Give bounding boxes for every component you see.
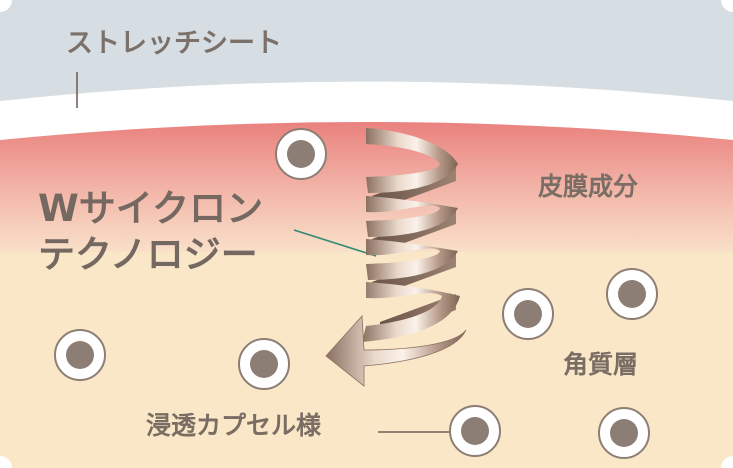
- technology-pointer-line: [293, 229, 377, 257]
- corner-cutout-bottom-right: [721, 456, 733, 468]
- dermis-ingredient-label: 皮膜成分: [538, 172, 639, 201]
- capsule-icon: [598, 407, 650, 459]
- sheet-layer: [0, 0, 733, 101]
- corner-cutout-top-right: [721, 0, 733, 12]
- capsule-icon: [54, 329, 106, 381]
- separation-band: [0, 81, 733, 140]
- capsule-icon: [449, 405, 501, 457]
- penetrating-capsule-label: 浸透カプセル様: [146, 411, 322, 440]
- spiral-arrow-icon: [325, 128, 467, 387]
- corner-cutout-top-left: [0, 0, 12, 12]
- horny-layer-label: 角質層: [563, 350, 639, 379]
- technology-label-line1: Wサイクロン: [38, 187, 264, 230]
- capsule-icon: [275, 128, 327, 180]
- technology-label: Wサイクロン テクノロジー: [38, 186, 263, 278]
- technology-label-line2: テクノロジー: [38, 233, 258, 276]
- capsule-icon: [606, 268, 658, 320]
- stretch-sheet-label: ストレッチシート: [66, 28, 282, 59]
- membrane-layer: [0, 119, 733, 252]
- corner-cutout-bottom-left: [0, 456, 12, 468]
- capsule-icon: [238, 338, 290, 390]
- capsule-icon: [502, 288, 554, 340]
